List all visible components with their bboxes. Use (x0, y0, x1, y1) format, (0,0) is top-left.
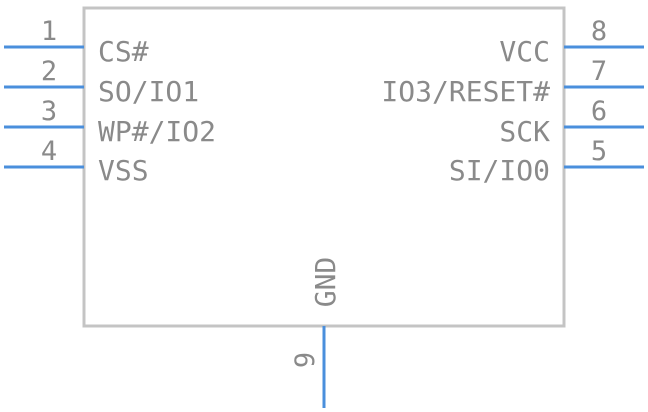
pin-1-number: 1 (41, 16, 57, 47)
pin-6-number: 6 (591, 96, 607, 127)
pin-9-label: GND (309, 257, 342, 308)
pin-3-number: 3 (41, 96, 57, 127)
pin-1-label: CS# (98, 35, 149, 68)
pin-9-number: 9 (290, 352, 321, 368)
pin-8-label: VCC (499, 35, 550, 68)
pin-6-label: SCK (499, 115, 550, 148)
pin-4-label: VSS (98, 154, 149, 187)
pin-3-label: WP#/IO2 (98, 115, 216, 148)
pin-7-label: IO3/RESET# (381, 75, 550, 108)
pin-5-number: 5 (591, 136, 607, 167)
pin-4-number: 4 (41, 136, 57, 167)
pin-8-number: 8 (591, 16, 607, 47)
pin-5-label: SI/IO0 (449, 154, 550, 187)
pin-7-number: 7 (591, 56, 607, 87)
pin-2-label: SO/IO1 (98, 75, 199, 108)
pin-2-number: 2 (41, 56, 57, 87)
